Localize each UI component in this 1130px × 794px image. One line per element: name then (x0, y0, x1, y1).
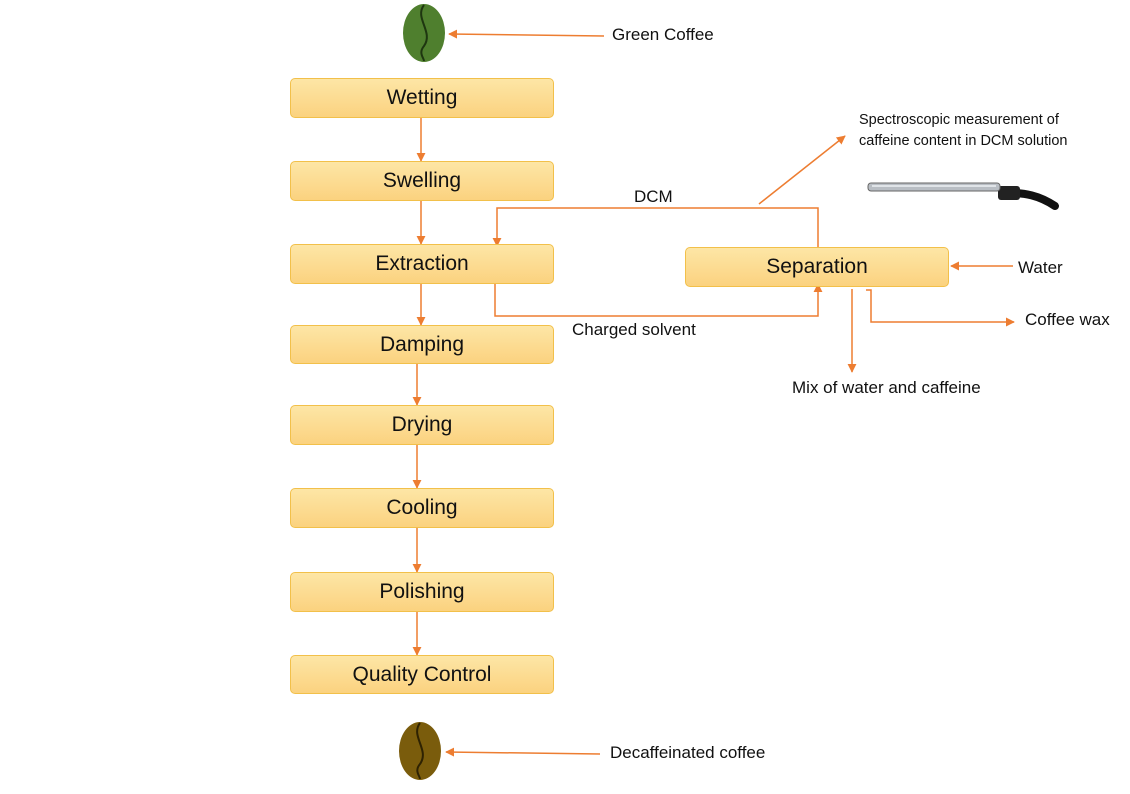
step-quality-control: Quality Control (290, 655, 554, 694)
step-drying: Drying (290, 405, 554, 445)
arrow-decaf-coffee-out (445, 747, 601, 757)
step-separation: Separation (685, 247, 949, 287)
step-wetting: Wetting (290, 78, 554, 118)
spectroscopic-probe-icon (867, 182, 1059, 210)
green-coffee-bean-icon (403, 4, 445, 62)
arrow-dcm-return (492, 207, 819, 247)
arrow-coffee-wax-out (866, 289, 1015, 327)
label-charged-solvent: Charged solvent (572, 320, 696, 339)
label-water: Water (1018, 258, 1063, 277)
arrow-dcm-to-spectro (758, 135, 846, 205)
step-extraction: Extraction (290, 244, 554, 284)
label-spectro-line2: caffeine content in DCM solution (859, 133, 1068, 149)
label-coffee-wax: Coffee wax (1025, 310, 1110, 329)
label-mix-water-caffeine: Mix of water and caffeine (792, 378, 981, 397)
label-decaf-coffee: Decaffeinated coffee (610, 743, 766, 762)
arrow-charged-solvent (494, 283, 823, 317)
step-damping: Damping (290, 325, 554, 364)
roasted-coffee-bean-icon (399, 722, 441, 780)
label-spectro-line1: Spectroscopic measurement of (859, 112, 1059, 128)
step-polishing: Polishing (290, 572, 554, 612)
arrow-green-coffee-in (448, 29, 605, 39)
label-dcm: DCM (634, 187, 673, 206)
label-green-coffee: Green Coffee (612, 25, 714, 44)
step-swelling: Swelling (290, 161, 554, 201)
step-cooling: Cooling (290, 488, 554, 528)
